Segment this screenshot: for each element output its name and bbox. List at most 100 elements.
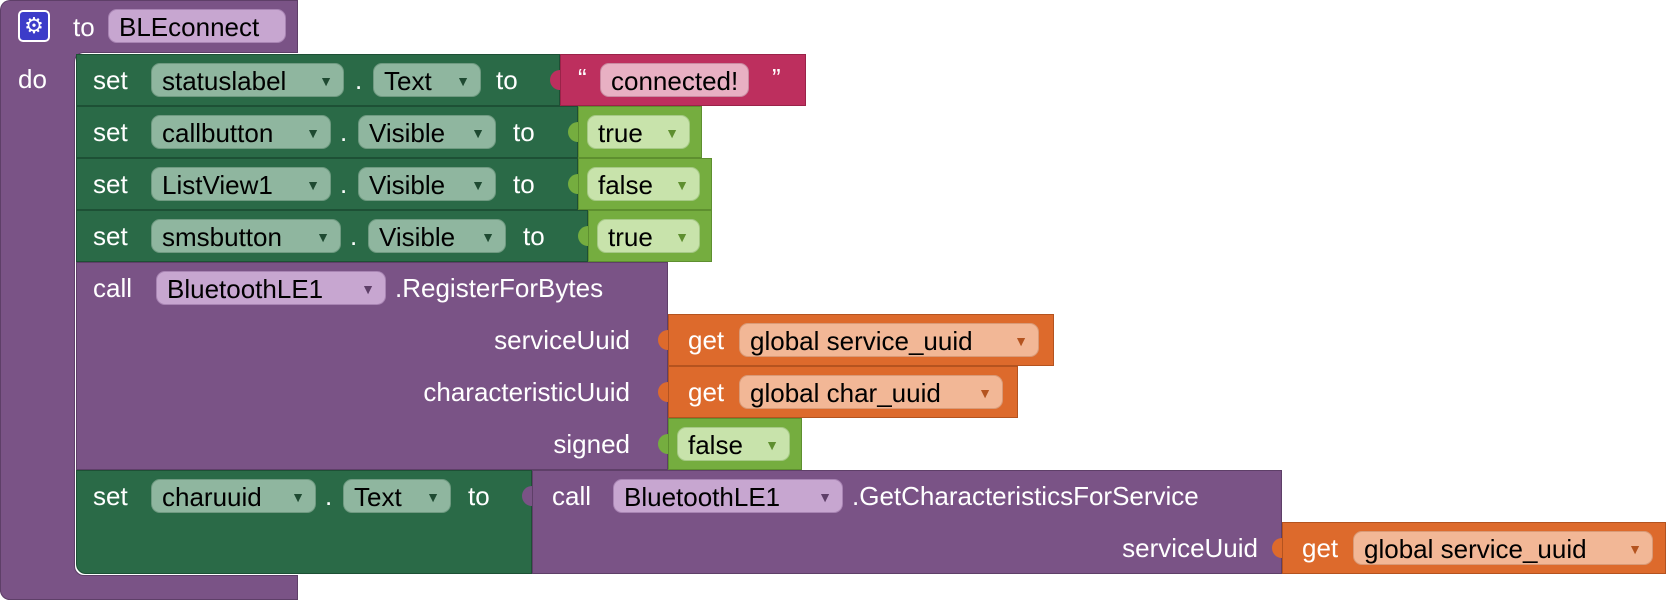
variable-dropdown-service-uuid[interactable]: global service_uuid ▼ (739, 323, 1039, 357)
procedure-name-text: BLEconnect (119, 12, 260, 42)
variable-name: global service_uuid (1364, 534, 1587, 564)
arg-label-signed: signed (553, 429, 630, 459)
socket-notch (1272, 538, 1282, 558)
set-keyword: set (93, 65, 128, 95)
chevron-down-icon: ▼ (978, 385, 992, 401)
chevron-down-icon: ▼ (481, 229, 495, 245)
chevron-down-icon: ▼ (665, 125, 679, 141)
chevron-down-icon: ▼ (471, 177, 485, 193)
component-dropdown-charuuid[interactable]: charuuid ▼ (151, 479, 316, 513)
variable-name: global char_uuid (750, 378, 941, 408)
call-keyword: call (93, 273, 133, 303)
variable-name: global service_uuid (750, 326, 973, 356)
logic-value-dropdown[interactable]: false ▼ (677, 427, 790, 461)
chevron-down-icon: ▼ (426, 489, 440, 505)
component-dropdown-listview1[interactable]: ListView1 ▼ (151, 167, 331, 201)
chevron-down-icon: ▼ (361, 281, 375, 297)
component-name: callbutton (162, 118, 274, 148)
method-name: .RegisterForBytes (395, 273, 604, 303)
gear-icon[interactable]: ⚙ (18, 10, 50, 42)
get-keyword: get (688, 377, 725, 407)
socket-notch (522, 486, 532, 506)
property-name: Visible (379, 222, 456, 252)
logic-value: false (598, 170, 653, 200)
socket-notch (568, 122, 578, 142)
property-dropdown-text[interactable]: Text▼ (373, 63, 481, 97)
property-dropdown-visible[interactable]: Visible ▼ (358, 167, 496, 201)
to-keyword: to (468, 481, 490, 511)
logic-value-dropdown[interactable]: true ▼ (597, 219, 700, 253)
to-keyword: to (523, 221, 545, 251)
socket-notch (658, 330, 668, 350)
logic-value: true (598, 118, 643, 148)
property-dropdown-visible[interactable]: Visible ▼ (358, 115, 496, 149)
chevron-down-icon: ▼ (306, 177, 320, 193)
component-name: ListView1 (162, 170, 273, 200)
component-dropdown-statuslabel[interactable]: statuslabel ▼ (151, 63, 344, 97)
open-quote: “ (578, 63, 587, 93)
component-dropdown-callbutton[interactable]: callbutton ▼ (151, 115, 331, 149)
component-name: BluetoothLE1 (624, 482, 781, 512)
method-name: .GetCharacteristicsForService (852, 481, 1199, 511)
to-keyword: to (513, 169, 535, 199)
chevron-down-icon: ▼ (1014, 333, 1028, 349)
chevron-down-icon: ▼ (818, 489, 832, 505)
component-name: smsbutton (162, 222, 282, 252)
property-dropdown-visible[interactable]: Visible ▼ (368, 219, 506, 253)
chevron-down-icon: ▼ (316, 229, 330, 245)
logic-value-dropdown[interactable]: true ▼ (587, 115, 690, 149)
component-name: charuuid (162, 482, 262, 512)
socket-notch (550, 70, 560, 90)
set-keyword: set (93, 221, 128, 251)
procedure-footer (0, 576, 298, 600)
text-literal-field[interactable]: connected! (600, 63, 750, 97)
set-keyword: set (93, 117, 128, 147)
socket-notch (658, 434, 668, 454)
socket-notch (658, 382, 668, 402)
property-name: Text (354, 482, 402, 512)
chevron-down-icon: ▼ (675, 177, 689, 193)
property-dropdown-text[interactable]: Text ▼ (343, 479, 451, 513)
logic-value: false (688, 430, 743, 460)
arg-label-serviceuuid: serviceUuid (1122, 533, 1258, 563)
variable-dropdown-service-uuid[interactable]: global service_uuid ▼ (1353, 531, 1653, 565)
dot-separator: . (340, 169, 348, 199)
set-keyword: set (93, 169, 128, 199)
component-dropdown-bluetoothle1[interactable]: BluetoothLE1 ▼ (613, 479, 843, 513)
chevron-down-icon: ▼ (765, 437, 779, 453)
text-literal-value: connected! (611, 66, 739, 96)
chevron-down-icon: ▼ (291, 489, 305, 505)
logic-value-dropdown[interactable]: false ▼ (587, 167, 700, 201)
logic-value: true (608, 222, 653, 252)
component-dropdown-bluetoothle1[interactable]: BluetoothLE1 ▼ (156, 271, 386, 305)
get-keyword: get (1302, 533, 1339, 563)
component-name: statuslabel (162, 66, 287, 96)
to-keyword: to (513, 117, 535, 147)
call-keyword: call (552, 481, 592, 511)
arg-label-serviceuuid: serviceUuid (494, 325, 630, 355)
property-name: Visible (369, 170, 446, 200)
chevron-down-icon: ▼ (319, 73, 333, 89)
variable-dropdown-char-uuid[interactable]: global char_uuid ▼ (739, 375, 1003, 409)
set-keyword: set (93, 481, 128, 511)
to-keyword: to (496, 65, 518, 95)
component-name: BluetoothLE1 (167, 274, 324, 304)
chevron-down-icon: ▼ (675, 229, 689, 245)
close-quote: ” (772, 63, 781, 93)
chevron-down-icon: ▼ (306, 125, 320, 141)
dot-separator: . (340, 117, 348, 147)
socket-notch (568, 174, 578, 194)
get-keyword: get (688, 325, 725, 355)
chevron-down-icon: ▼ (1628, 541, 1642, 557)
procedure-do-keyword: do (18, 64, 47, 94)
component-dropdown-smsbutton[interactable]: smsbutton ▼ (151, 219, 341, 253)
procedure-to-keyword: to (73, 12, 95, 42)
procedure-name-field[interactable]: BLEconnect (108, 9, 286, 43)
dot-separator: . (350, 221, 358, 251)
property-name: Text (384, 66, 432, 96)
socket-notch (578, 226, 588, 246)
property-name: Visible (369, 118, 446, 148)
dot-separator: . (355, 65, 363, 95)
arg-label-characteristicuuid: characteristicUuid (423, 377, 630, 407)
chevron-down-icon: ▼ (471, 125, 485, 141)
